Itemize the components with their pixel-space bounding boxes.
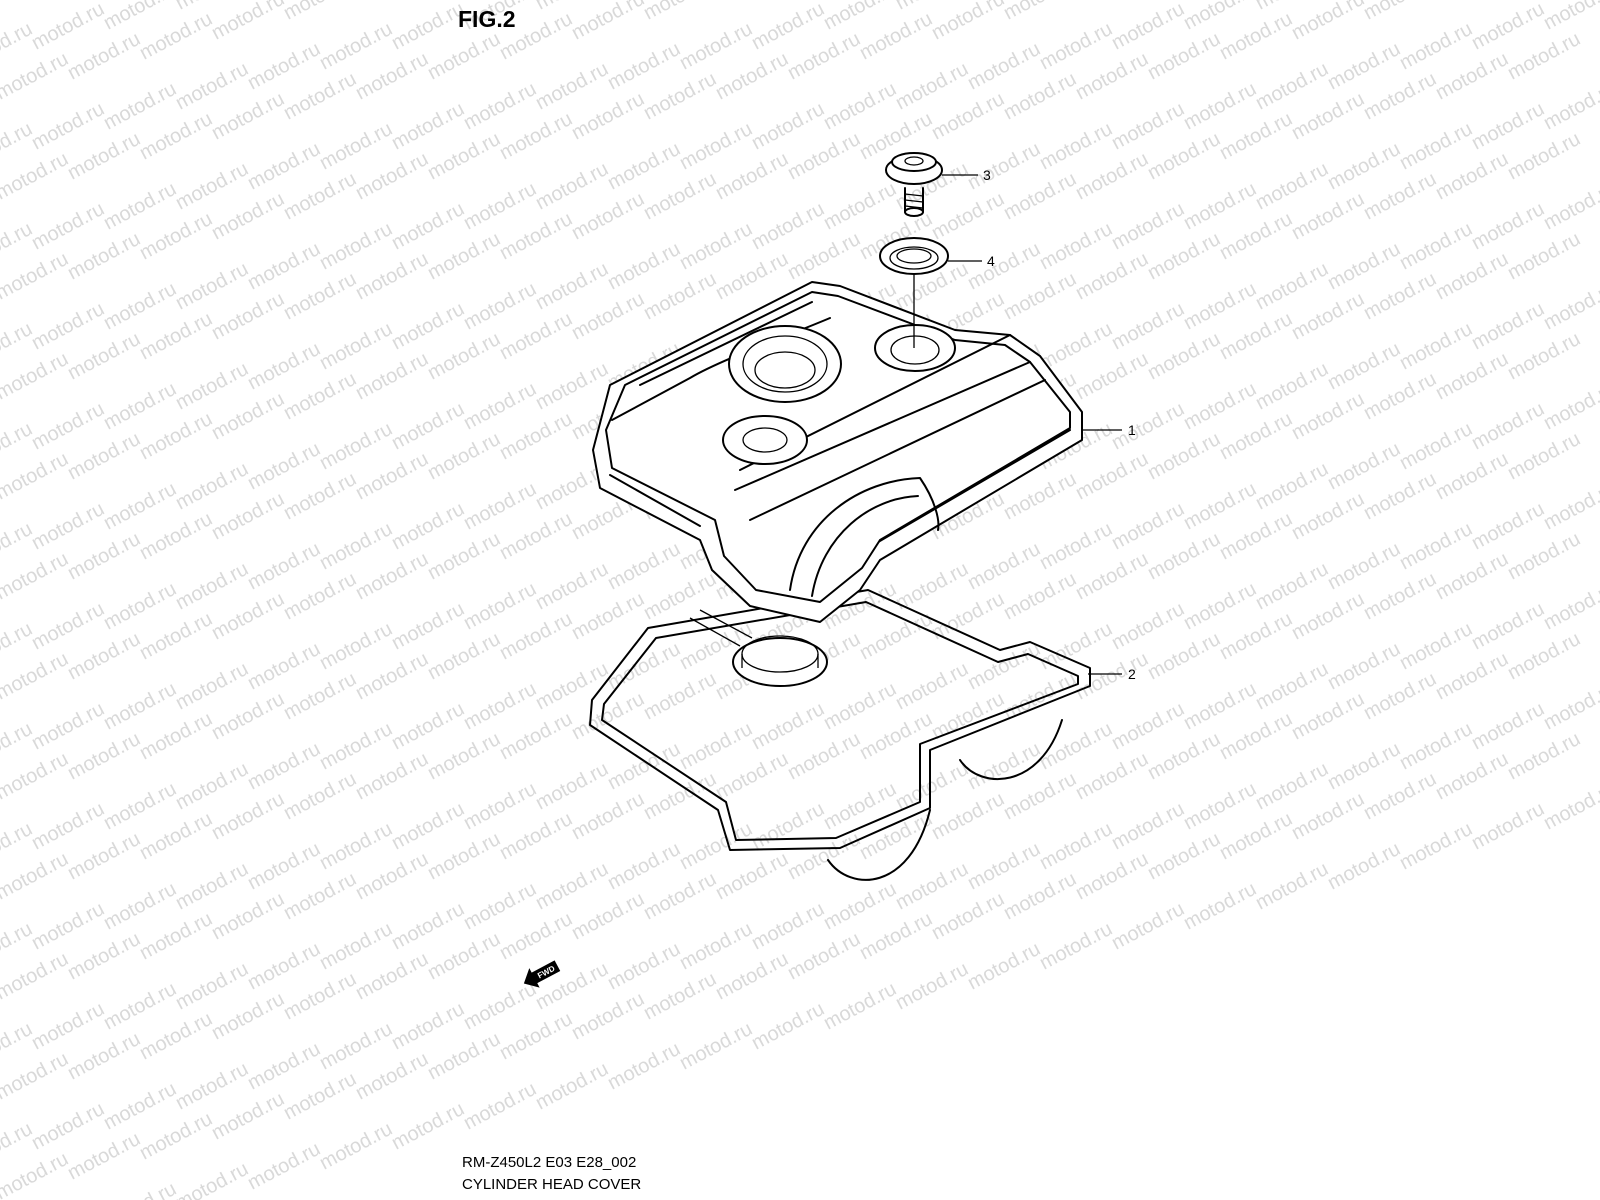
arrow-left-down-icon xyxy=(523,960,561,988)
cover-oil-filler-port xyxy=(728,325,842,403)
callout-number-3: 3 xyxy=(983,167,991,183)
fwd-direction-marker: FWD xyxy=(523,960,561,988)
gasket-cross-member xyxy=(689,609,753,647)
callout-number-4: 4 xyxy=(987,253,995,269)
cover-side-arch-inner xyxy=(811,495,919,597)
caption-model-code: RM-Z450L2 E03 E28_002 xyxy=(462,1154,637,1171)
gasket-plug-seal xyxy=(732,635,828,687)
part-washer xyxy=(879,237,949,348)
callout-leaders xyxy=(942,174,1122,675)
callout-number-1: 1 xyxy=(1128,422,1136,438)
part-gasket xyxy=(589,589,1091,881)
gasket-inner-outline xyxy=(601,601,1079,841)
cover-bolt-boss-left xyxy=(722,415,808,465)
figure-title: FIG.2 xyxy=(458,6,516,32)
part-cylinder-head-cover xyxy=(592,281,1083,623)
part-bolt xyxy=(885,152,943,217)
caption-group-name: CYLINDER HEAD COVER xyxy=(462,1176,642,1193)
gasket-half-moon-seals xyxy=(827,719,1063,881)
cover-bolt-boss-right xyxy=(874,324,956,372)
cover-side-arch xyxy=(789,477,940,591)
callout-number-2: 2 xyxy=(1128,666,1136,682)
gasket-outer-outline xyxy=(589,589,1091,851)
